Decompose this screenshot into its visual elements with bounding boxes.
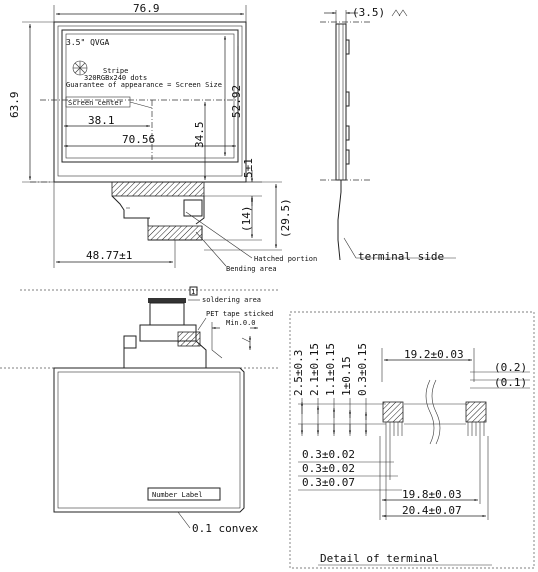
convex-label: 0.1 convex bbox=[192, 522, 259, 535]
dim-52-92: 52.92 bbox=[230, 85, 243, 118]
dim-19-8: 19.8±0.03 bbox=[402, 488, 462, 501]
dim-5-1: 5±1 bbox=[242, 158, 255, 178]
dim-height: 63.9 bbox=[8, 92, 21, 119]
dim-1-1: 1.1±0.15 bbox=[324, 343, 337, 396]
dim-width: 76.9 bbox=[133, 2, 160, 15]
hatched-label: Hatched portion bbox=[254, 255, 317, 263]
terminal-pads-left bbox=[382, 401, 404, 436]
dim-70-56: 70.56 bbox=[122, 133, 155, 146]
dim-0-1: (0.1) bbox=[494, 376, 527, 389]
detail-title: Detail of terminal bbox=[320, 552, 439, 565]
terminal-pads-right bbox=[465, 401, 487, 436]
min-label: Min.0.0 bbox=[226, 319, 256, 327]
number-label: Number Label bbox=[152, 491, 203, 499]
note-stripe: Stripe bbox=[103, 67, 128, 75]
pet-label: PET tape sticked bbox=[206, 310, 273, 318]
soldering-label: soldering area bbox=[202, 296, 261, 304]
note-guarantee: Guarantee of appearance = Screen Size bbox=[66, 81, 222, 89]
dim-2-1: 2.1±0.15 bbox=[308, 343, 321, 396]
back-view: 1 soldering area PET tape sticked Min.0.… bbox=[0, 286, 280, 535]
note-dots: 320RGBx240 dots bbox=[84, 74, 147, 82]
dim-1: 1±0.15 bbox=[340, 356, 353, 396]
side-view: (3.5) terminal side bbox=[320, 6, 456, 263]
screen-center-label: Screen center bbox=[68, 99, 123, 107]
dim-0-3-c: 0.3±0.07 bbox=[302, 476, 355, 489]
dim-20-4: 20.4±0.07 bbox=[402, 504, 462, 517]
front-view: 76.9 63.9 3.5" QVGA Stripe 320RGBx240 do… bbox=[8, 2, 317, 273]
dim-48-77: 48.77±1 bbox=[86, 249, 132, 262]
dim-0-3-a: 0.3±0.02 bbox=[302, 448, 355, 461]
dim-29-5: (29.5) bbox=[279, 198, 292, 238]
dim-2-5: 2.5±0.3 bbox=[292, 350, 305, 396]
terminal-side-label: terminal side bbox=[358, 250, 444, 263]
dim-0-3: 0.3±0.15 bbox=[356, 343, 369, 396]
dim-38-1: 38.1 bbox=[88, 114, 115, 127]
detail-of-terminal: 2.5±0.3 2.1±0.15 1.1±0.15 1±0.15 0.3±0.1… bbox=[289, 311, 535, 569]
marker-1: 1 bbox=[191, 288, 195, 296]
dim-19-2: 19.2±0.03 bbox=[404, 348, 464, 361]
dim-3-5: (3.5) bbox=[352, 6, 385, 19]
dim-14: (14) bbox=[240, 206, 253, 233]
model-label: 3.5" QVGA bbox=[66, 38, 110, 47]
bending-label: Bending area bbox=[226, 265, 277, 273]
dim-0-3-b: 0.3±0.02 bbox=[302, 462, 355, 475]
dim-34-5: 34.5 bbox=[193, 122, 206, 149]
vertical-dimensions: 2.5±0.3 2.1±0.15 1.1±0.15 1±0.15 0.3±0.1… bbox=[292, 343, 369, 436]
dim-0-2: (0.2) bbox=[494, 361, 527, 374]
